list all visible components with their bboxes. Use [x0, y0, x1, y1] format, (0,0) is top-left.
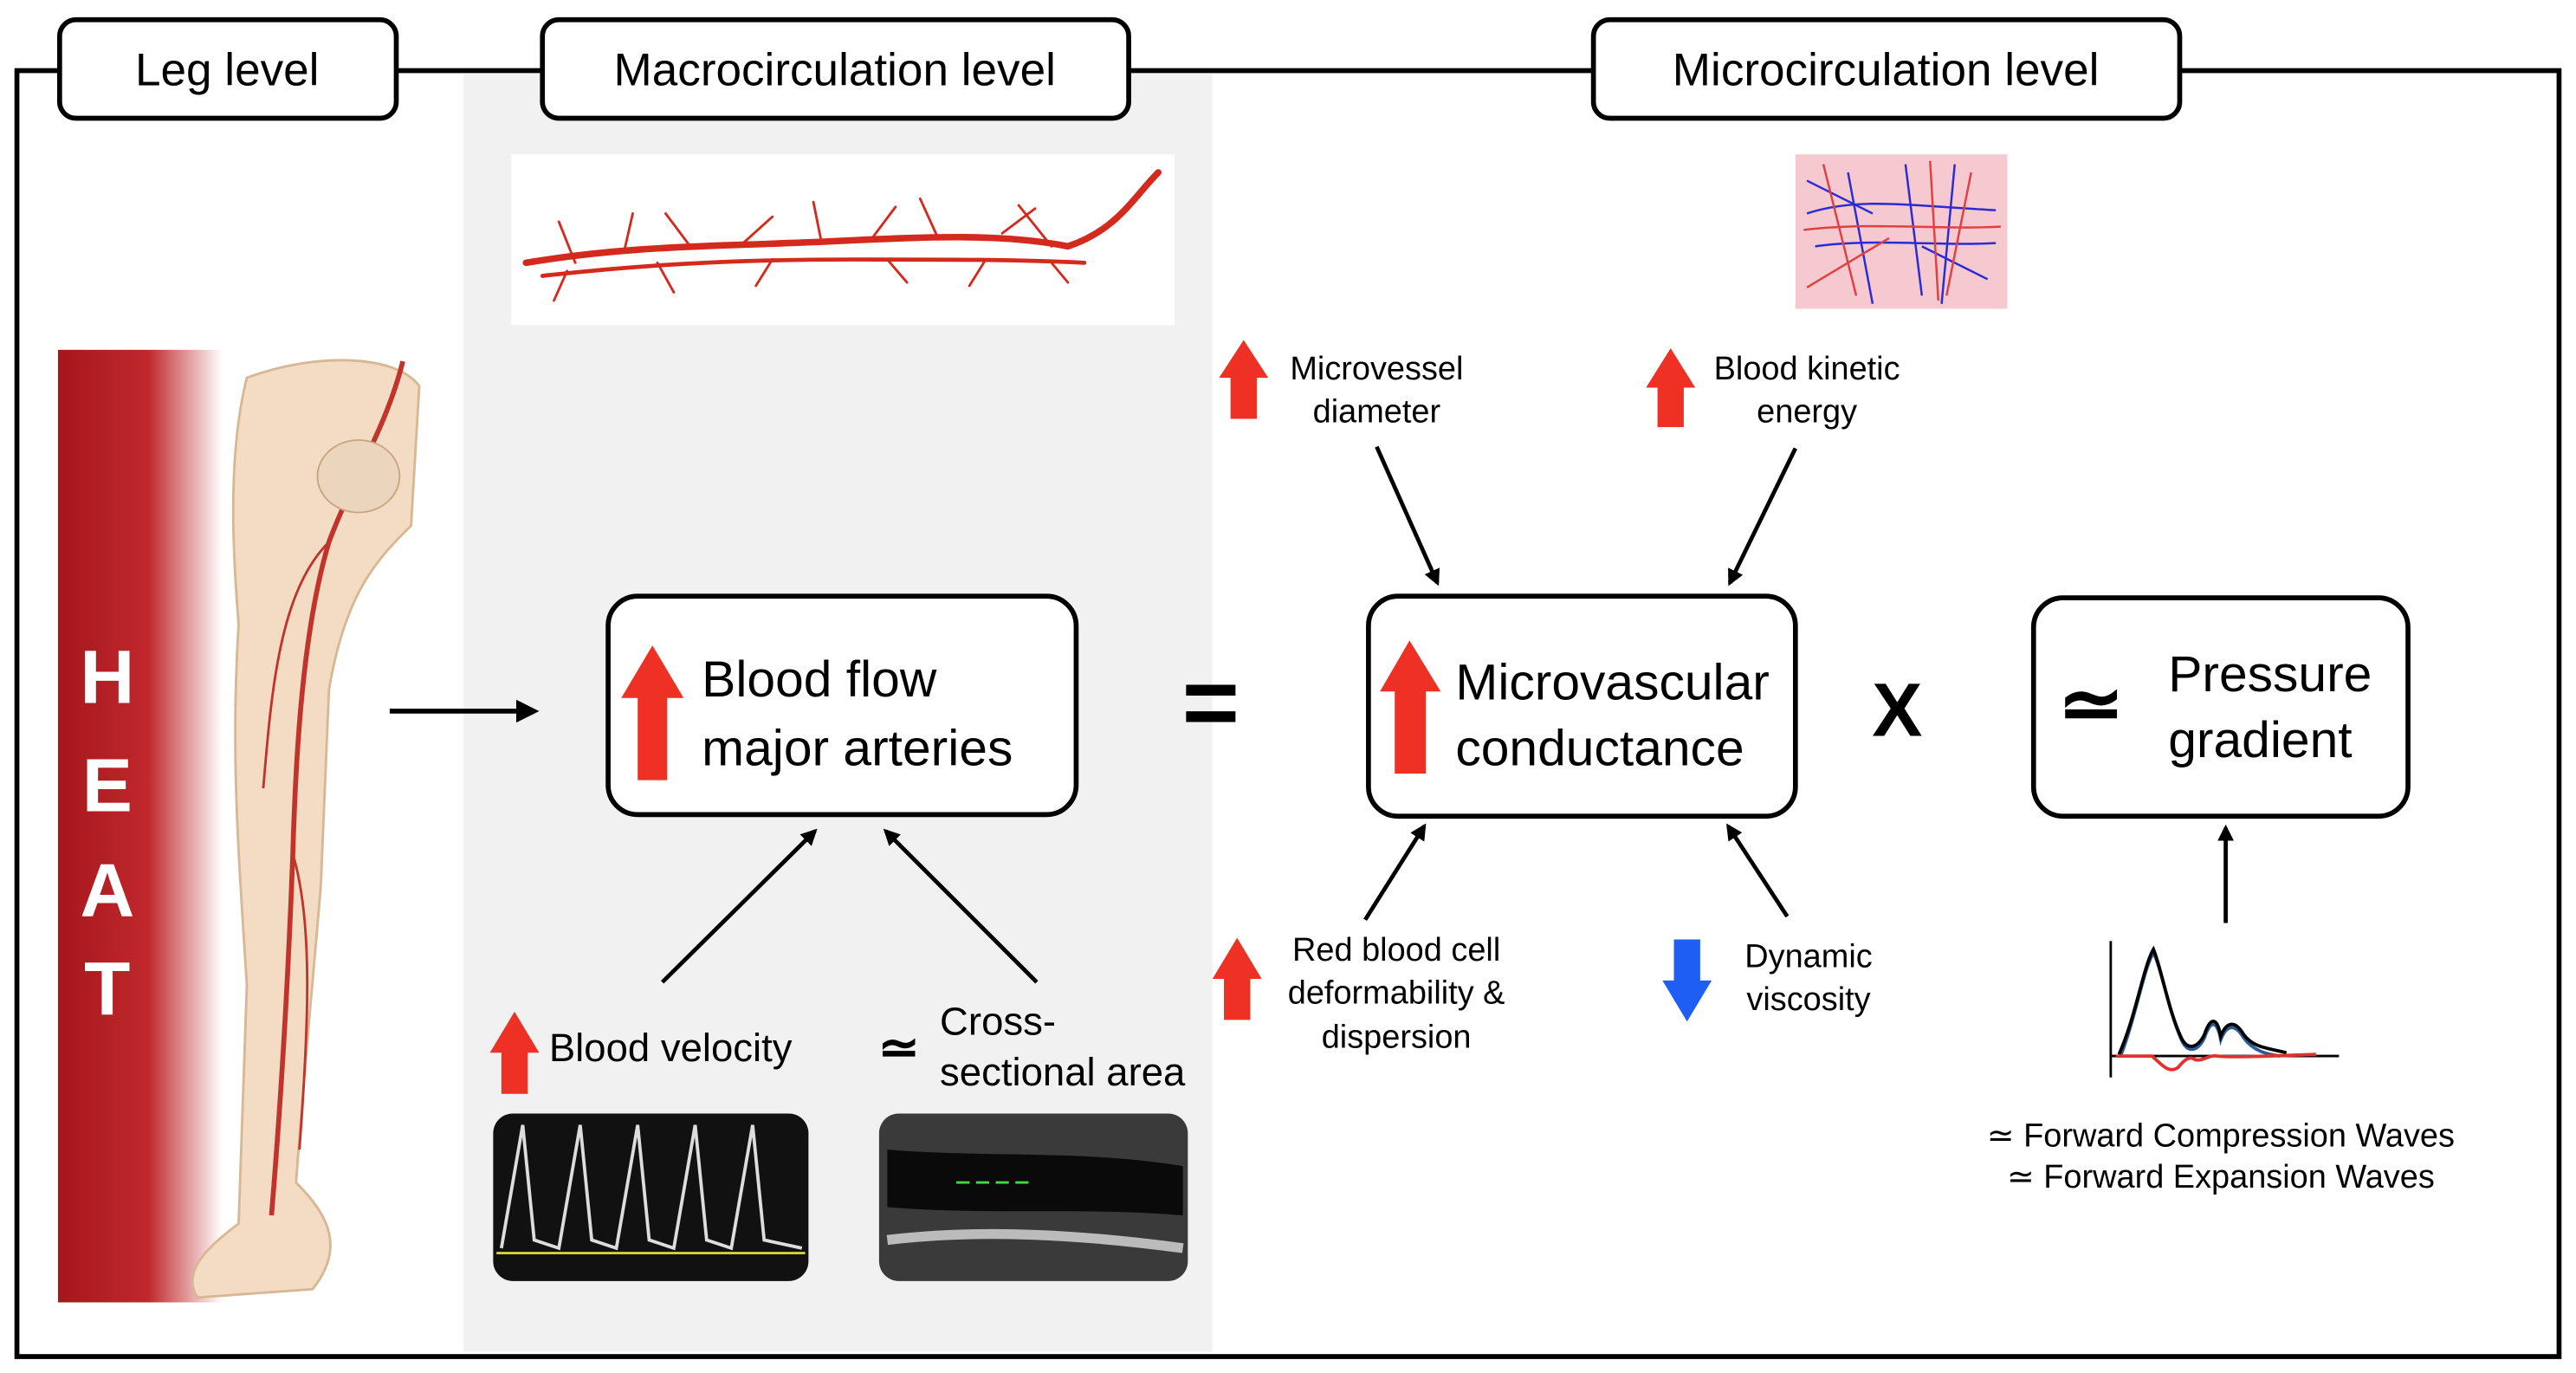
rbc-line1: Red blood cell: [1292, 932, 1500, 968]
header-leg-label: Leg level: [135, 45, 319, 96]
factor-blood-velocity: Blood velocity: [489, 1011, 793, 1094]
area-line2: sectional area: [940, 1050, 1186, 1094]
series-black: [2117, 945, 2288, 1055]
microvessel-line1: Microvessel: [1290, 351, 1463, 387]
equals-sign: =: [1182, 647, 1239, 757]
series-red: [2115, 1052, 2316, 1072]
area-line1: Cross-: [940, 999, 1056, 1043]
arrow-viscosity: [1726, 823, 1790, 918]
factor-microvessel-diameter: Microvessel diameter: [1219, 340, 1463, 430]
approx-equal-icon: ≃: [2058, 661, 2124, 748]
ultrasound-image: [878, 1113, 1188, 1281]
waves-line2: ≃ Forward Expansion Waves: [2007, 1159, 2435, 1195]
increase-arrow-icon: [489, 1011, 540, 1094]
increase-arrow-icon: [1219, 340, 1269, 419]
conductance-box: Microvascular conductance: [1366, 593, 1798, 819]
header-macro: Macrocirculation level: [540, 16, 1131, 121]
heat-letter: E: [82, 744, 133, 828]
pressure-box: ≃ Pressure gradient: [2030, 595, 2411, 819]
heat-bar: H E A T: [57, 349, 223, 1303]
header-micro: Microcirculation level: [1590, 16, 2183, 121]
increase-arrow-icon: [1212, 937, 1262, 1020]
viscosity-line1: Dynamic: [1744, 939, 1872, 975]
multiply-sign: X: [1872, 668, 1922, 752]
heat-letter: A: [80, 849, 134, 933]
heat-letter: H: [80, 635, 134, 719]
header-macro-label: Macrocirculation level: [614, 45, 1056, 96]
outer-frame: [14, 68, 2562, 1359]
conductance-line1: Microvascular: [1455, 655, 1769, 711]
pressure-line1: Pressure: [2168, 646, 2372, 703]
header-leg: Leg level: [56, 16, 399, 121]
heat-letter: T: [84, 948, 130, 1032]
decrease-arrow-icon: [1662, 939, 1712, 1022]
connector-arrows: [660, 445, 2235, 984]
header-micro-label: Microcirculation level: [1673, 45, 2100, 96]
microvessel-image: [1795, 154, 2008, 309]
doppler-image: [493, 1113, 809, 1281]
blood-flow-box: Blood flow major arteries: [605, 593, 1079, 818]
kinetic-line1: Blood kinetic: [1714, 351, 1900, 387]
factor-dynamic-viscosity: Dynamic viscosity: [1662, 939, 1873, 1022]
arrow-kinetic: [1727, 447, 1797, 586]
arrow-rbc: [1363, 823, 1427, 921]
rbc-line3: dispersion: [1322, 1020, 1472, 1056]
factor-cross-sectional-area: ≃ Cross- sectional area: [878, 999, 1186, 1094]
leg-anatomy-image: [191, 359, 421, 1299]
conductance-line2: conductance: [1455, 721, 1744, 777]
waves-line1: ≃ Forward Compression Waves: [1987, 1117, 2455, 1154]
arrow-microvessel: [1375, 445, 1440, 586]
blood-flow-line1: Blood flow: [702, 651, 937, 708]
kinetic-line2: energy: [1757, 393, 1857, 430]
arrow-velocity: [660, 828, 818, 984]
arrow-area: [883, 828, 1039, 984]
artery-tree-image: [511, 154, 1175, 326]
viscosity-line2: viscosity: [1746, 981, 1870, 1018]
microvessel-line2: diameter: [1313, 393, 1440, 430]
wave-intensity-graph: [2109, 941, 2340, 1078]
factor-rbc-deformability: Red blood cell deformability & dispersio…: [1212, 932, 1505, 1056]
pressure-line2: gradient: [2168, 712, 2352, 768]
blood-flow-line2: major arteries: [702, 721, 1013, 777]
increase-arrow-icon: [1380, 640, 1441, 774]
rbc-line2: deformability &: [1288, 975, 1505, 1011]
velocity-label: Blood velocity: [549, 1026, 793, 1070]
factor-blood-kinetic-energy: Blood kinetic energy: [1646, 347, 1900, 430]
approx-equal-icon: ≃: [878, 1021, 920, 1076]
increase-arrow-icon: [621, 645, 684, 780]
increase-arrow-icon: [1646, 347, 1696, 427]
